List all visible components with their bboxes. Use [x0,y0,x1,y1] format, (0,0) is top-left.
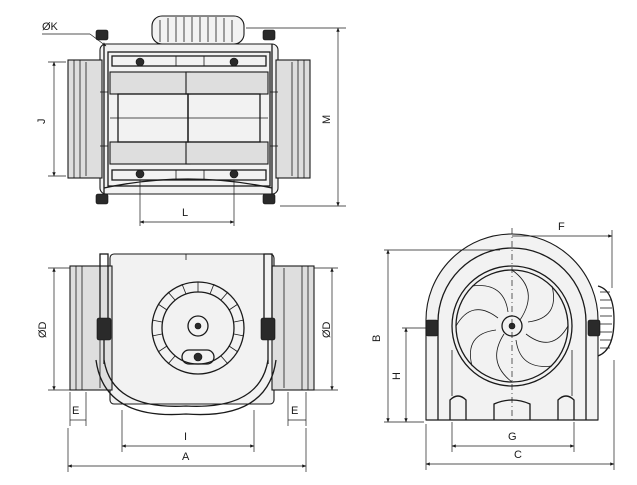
label-E-right: E [291,405,298,417]
dim-G: G [451,422,575,452]
label-I: I [184,431,187,443]
label-L: L [182,207,188,219]
side-view [69,253,315,416]
dim-E-right: E [287,392,307,426]
dim-J: J [36,61,66,177]
label-K: ØK [42,21,59,33]
label-A: A [182,451,190,463]
top-view [67,15,311,205]
dim-E-left: E [69,392,87,426]
label-H: H [391,372,403,380]
dim-D-right: ØD [314,267,338,391]
label-M: M [321,115,333,124]
dim-A: A [67,428,307,472]
label-C: C [514,449,522,461]
dim-B: B [371,249,500,423]
label-G: G [508,431,517,443]
label-F: F [558,221,565,233]
front-view [425,228,615,421]
dim-K: ØK [42,21,107,47]
label-B: B [371,335,383,342]
label-E-left: E [72,405,79,417]
dim-M: M [246,27,346,207]
label-J: J [36,119,48,125]
dim-D-left: ØD [37,267,70,391]
dim-H: H [391,327,426,423]
label-D-right: ØD [321,321,333,338]
dim-L: L [139,180,235,226]
dim-F: F [512,221,613,288]
dim-I: I [121,410,255,452]
dim-C: C [425,360,615,470]
label-D-left: ØD [37,321,49,338]
